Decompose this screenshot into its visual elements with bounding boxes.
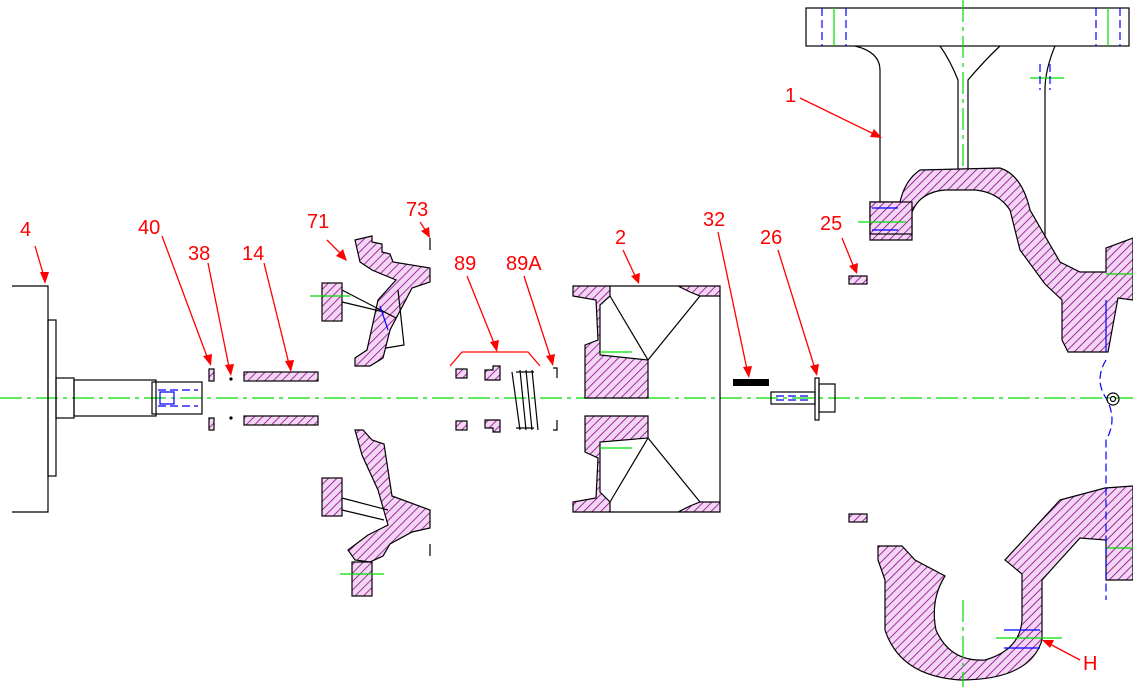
part-14-shaft-sleeve [243,371,319,426]
part-40-washer [208,368,215,431]
label-part-1: 1 [785,85,797,107]
part-32-key [733,379,769,386]
label-part-71: 71 [307,211,330,233]
label-part-14: 14 [242,243,265,265]
label-part-25: 25 [820,213,843,235]
part-25-wear-ring [848,275,868,523]
label-part-89: 89 [454,253,477,275]
part-38-key [229,377,233,420]
label-part-32: 32 [703,209,726,231]
label-part-40: 40 [138,217,161,239]
label-part-2: 2 [615,227,627,249]
part-2-casing-cover [572,285,721,513]
part-26-impeller-bolt [770,377,836,421]
label-part-38: 38 [188,243,211,265]
part-89A-seal-retainer [553,367,558,431]
part-1-volute-casing [805,0,1133,687]
part-71-impeller [310,235,431,597]
leader-lines [34,97,1081,661]
label-part-4: 4 [20,219,32,241]
label-part-H: H [1083,653,1098,675]
label-part-26: 26 [760,227,783,249]
label-part-89A: 89A [506,253,542,275]
part-4-motor-shaft [12,285,203,513]
part-89-mechanical-seal [455,365,539,433]
part-89-span-bracket [449,351,541,367]
label-part-73: 73 [406,199,429,221]
